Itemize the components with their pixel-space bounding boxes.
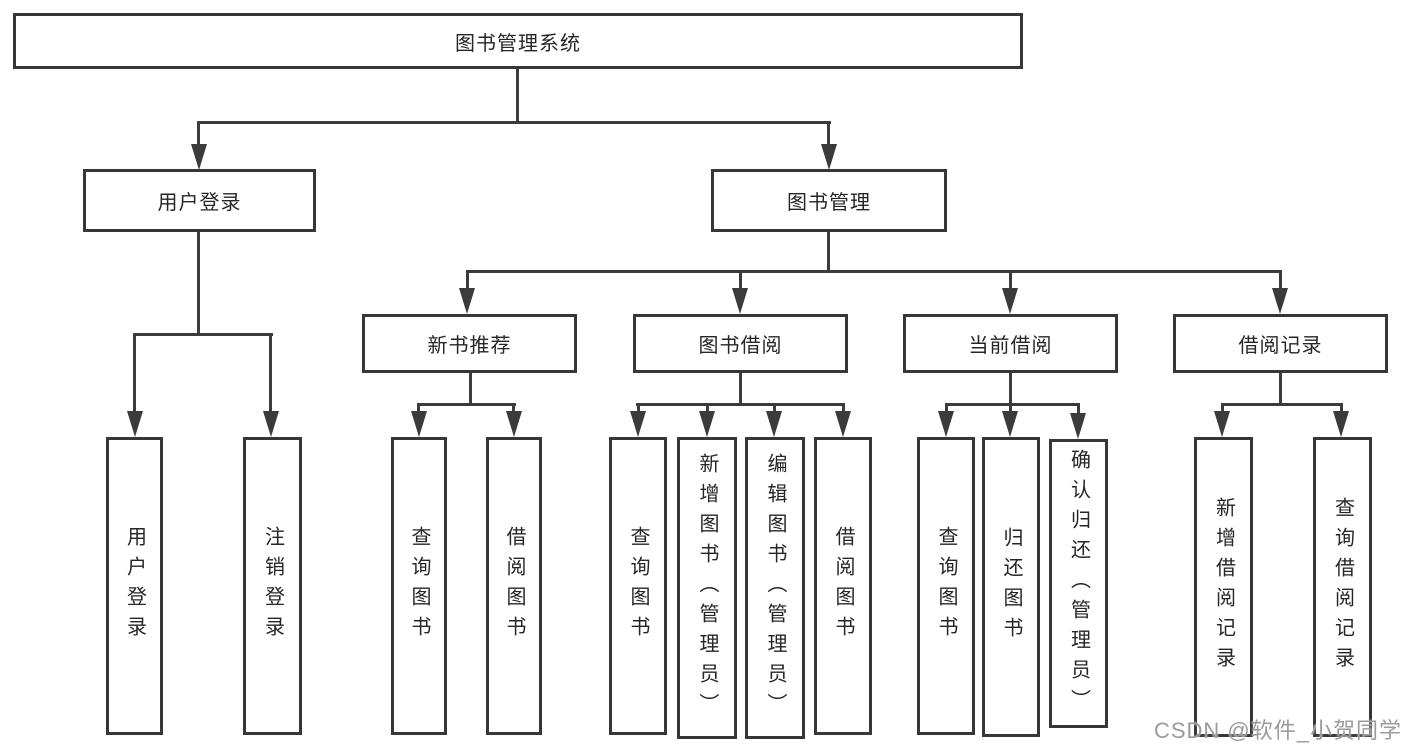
leaf-label: 用户登录 bbox=[123, 526, 146, 646]
arrow-nb-borrow-icon bbox=[506, 411, 522, 437]
connector-records-drop bbox=[1279, 270, 1282, 290]
connector-bb-stem bbox=[739, 373, 742, 406]
csdn-watermark: CSDN @软件_小贺同学 bbox=[1153, 718, 1402, 743]
node-leaf-bb-query-book: 查询图书 bbox=[609, 437, 667, 735]
node-leaf-br-query-record: 查询借阅记录 bbox=[1313, 437, 1372, 737]
node-current-borrow: 当前借阅 bbox=[903, 314, 1118, 373]
connector-br-query-drop bbox=[1340, 403, 1343, 413]
leaf-label: 新增图书（管理员） bbox=[696, 453, 718, 723]
connector-br-bar bbox=[1221, 403, 1343, 406]
connector-leaf-login-drop bbox=[133, 333, 136, 413]
connector-cb-bar bbox=[945, 403, 1080, 406]
leaf-label: 查询图书 bbox=[935, 526, 957, 646]
connector-root-stem bbox=[516, 69, 519, 122]
node-leaf-cb-query-book: 查询图书 bbox=[917, 437, 975, 735]
arrow-cb-confirm-icon bbox=[1070, 413, 1086, 439]
arrow-bb-borrow-icon bbox=[835, 411, 851, 437]
connector-bb-edit-drop bbox=[773, 403, 776, 413]
connector-bb-borrow-drop bbox=[842, 403, 845, 413]
leaf-label: 注销登录 bbox=[261, 526, 284, 646]
connector-borrow-drop bbox=[739, 270, 742, 290]
connector-leaf-logout-drop bbox=[269, 333, 272, 413]
connector-current-drop bbox=[1009, 270, 1012, 290]
connector-newbook-drop bbox=[466, 270, 469, 290]
arrow-user-login-icon bbox=[191, 144, 207, 170]
leaf-label: 查询图书 bbox=[408, 526, 430, 646]
node-leaf-nb-query-book: 查询图书 bbox=[391, 437, 447, 735]
connector-br-stem bbox=[1279, 373, 1282, 406]
connector-nb-query-drop bbox=[417, 403, 420, 413]
node-user-login: 用户登录 bbox=[83, 169, 316, 232]
leaf-label: 查询借阅记录 bbox=[1331, 497, 1354, 677]
connector-bb-bar bbox=[636, 403, 845, 406]
connector-cb-query-drop bbox=[945, 403, 948, 413]
connector-cb-stem bbox=[1009, 373, 1012, 406]
arrow-leaf-logout-icon bbox=[263, 411, 279, 437]
node-leaf-bb-edit-book-admin: 编辑图书（管理员） bbox=[745, 437, 805, 739]
arrow-records-icon bbox=[1272, 288, 1288, 314]
leaf-label: 确认归还（管理员） bbox=[1067, 448, 1090, 719]
node-new-book-recommend: 新书推荐 bbox=[362, 314, 577, 373]
connector-root-bar bbox=[197, 121, 831, 124]
connector-nb-borrow-drop bbox=[512, 403, 515, 413]
leaf-label: 新增借阅记录 bbox=[1212, 497, 1235, 677]
node-leaf-nb-borrow-book: 借阅图书 bbox=[486, 437, 542, 735]
connector-mgmt-bar bbox=[466, 270, 1281, 273]
connector-nb-bar bbox=[417, 403, 516, 406]
node-leaf-br-add-record: 新增借阅记录 bbox=[1194, 437, 1253, 737]
connector-br-add-drop bbox=[1221, 403, 1224, 413]
leaf-label: 归还图书 bbox=[1000, 527, 1022, 647]
arrow-nb-query-icon bbox=[411, 411, 427, 437]
node-leaf-bb-add-book-admin: 新增图书（管理员） bbox=[677, 437, 737, 739]
node-leaf-bb-borrow-book: 借阅图书 bbox=[814, 437, 872, 735]
connector-cb-return-drop bbox=[1009, 403, 1012, 413]
node-borrow-records: 借阅记录 bbox=[1173, 314, 1388, 373]
connector-user-login-drop bbox=[197, 121, 200, 147]
arrow-br-query-icon bbox=[1333, 411, 1349, 437]
leaf-label: 查询图书 bbox=[627, 526, 649, 646]
node-library-management-system: 图书管理系统 bbox=[13, 13, 1023, 69]
node-book-management: 图书管理 bbox=[711, 169, 947, 232]
arrow-newbook-icon bbox=[459, 288, 475, 314]
arrow-bb-edit-icon bbox=[766, 411, 782, 437]
arrow-cb-return-icon bbox=[1002, 411, 1018, 437]
arrow-borrow-icon bbox=[732, 288, 748, 314]
arrow-cb-query-icon bbox=[938, 411, 954, 437]
arrow-leaf-login-icon bbox=[127, 411, 143, 437]
arrow-br-add-icon bbox=[1214, 411, 1230, 437]
connector-book-mgmt-drop bbox=[827, 121, 830, 147]
leaf-label: 借阅图书 bbox=[832, 526, 854, 646]
leaf-label: 借阅图书 bbox=[503, 526, 525, 646]
node-leaf-user-login: 用户登录 bbox=[106, 437, 163, 735]
arrow-current-icon bbox=[1002, 288, 1018, 314]
arrow-bb-add-icon bbox=[699, 411, 715, 437]
connector-user-bar bbox=[133, 333, 273, 336]
arrow-bb-query-icon bbox=[630, 411, 646, 437]
connector-user-stem bbox=[197, 232, 200, 336]
arrow-book-mgmt-icon bbox=[821, 144, 837, 170]
leaf-label: 编辑图书（管理员） bbox=[764, 453, 786, 723]
node-leaf-logout: 注销登录 bbox=[243, 437, 302, 735]
node-book-borrow: 图书借阅 bbox=[633, 314, 848, 373]
connector-cb-confirm-drop bbox=[1077, 403, 1080, 415]
connector-mgmt-stem bbox=[827, 232, 830, 273]
connector-bb-query-drop bbox=[637, 403, 640, 413]
node-leaf-cb-confirm-return-admin: 确认归还（管理员） bbox=[1049, 439, 1108, 728]
connector-nb-stem bbox=[469, 373, 472, 406]
node-leaf-cb-return-book: 归还图书 bbox=[982, 437, 1040, 737]
connector-bb-add-drop bbox=[706, 403, 709, 413]
